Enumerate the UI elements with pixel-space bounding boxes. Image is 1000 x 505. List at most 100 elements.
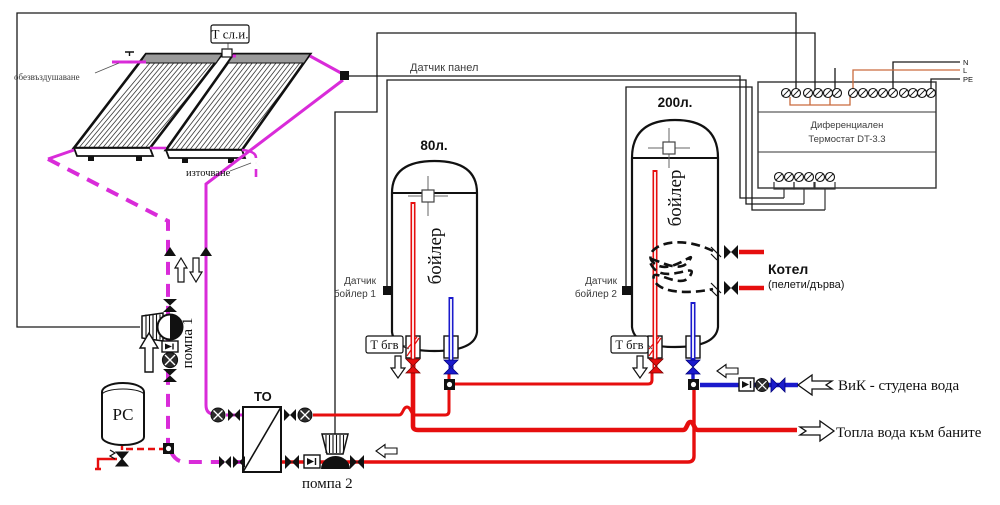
- pump2-assembly: [285, 433, 364, 469]
- collector-tube: [222, 61, 292, 151]
- collector-tube: [97, 61, 171, 149]
- collector-tube: [87, 61, 161, 149]
- pipe-fitting: [163, 443, 174, 454]
- water-pipes: [95, 249, 798, 471]
- flow-up-arrow: [173, 256, 189, 283]
- solar-return-pipe: [47, 157, 170, 443]
- check-arrow: [742, 381, 749, 388]
- mains-wires: [789, 69, 960, 106]
- collector-tube: [121, 61, 194, 149]
- wire-pe-label: PE: [963, 75, 973, 84]
- pump1-power-wire: [16, 12, 797, 328]
- collector-tube: [175, 61, 244, 151]
- small-left-arrow: [716, 363, 739, 379]
- jumper-bus: [789, 97, 851, 106]
- boiler1-sensor: [383, 286, 392, 295]
- screw-slot: [909, 89, 917, 97]
- collector-tube: [116, 61, 190, 149]
- flow-arrows: [375, 355, 836, 459]
- cold-feed-pipe: [281, 390, 696, 464]
- boiler2-capacity: 200л.: [658, 95, 693, 110]
- collector-tube: [194, 61, 263, 151]
- solar-supply-pipe: [204, 78, 344, 416]
- safety-drain-pipe: [95, 457, 117, 471]
- boiler2-sensor-label-2: бойлер 2: [575, 288, 618, 300]
- collector-sensor-pocket: [221, 48, 233, 58]
- t-bgv2-box: [610, 335, 649, 354]
- collector-1-edge: [72, 147, 155, 157]
- screw-slot: [804, 89, 812, 97]
- screw-slot: [879, 89, 887, 97]
- collector-tube: [184, 61, 254, 151]
- collector-tube: [179, 61, 249, 151]
- strainer-cross: [164, 354, 176, 366]
- pipe-fitting: [688, 379, 699, 390]
- fittings: [120, 48, 786, 468]
- pump2-body: [321, 456, 350, 469]
- blue-valve-icon: [443, 359, 459, 375]
- screw-slot: [795, 173, 803, 181]
- screw-slot: [824, 89, 832, 97]
- solar-return-to-exchanger: [169, 451, 243, 464]
- strainer-cross: [757, 380, 767, 390]
- collector-foot: [182, 158, 188, 163]
- panel-sensor-wire: [349, 75, 784, 199]
- screw-slot: [785, 173, 793, 181]
- cold-inlet-arrow: [796, 373, 835, 397]
- hot-supply-pipe: [410, 372, 683, 433]
- panel-sensor-label: Датчик панел: [410, 62, 478, 74]
- kotel-stub-pipes: [739, 249, 764, 291]
- screw-slot: [859, 89, 867, 97]
- pump2-power-wire: [334, 32, 816, 434]
- pump1-label: помпа 1: [180, 318, 196, 369]
- wire-pe: [930, 78, 960, 92]
- screw-slot: [805, 173, 813, 181]
- collector-tube: [140, 61, 213, 149]
- collector-tube: [130, 61, 204, 149]
- check-arrow: [165, 343, 172, 350]
- boiler2-sensor-wire: [625, 86, 825, 287]
- vent-cap: [125, 51, 134, 56]
- drain-label: източване: [186, 168, 231, 179]
- screw-slot: [826, 173, 834, 181]
- return-corner-pipe: [47, 148, 75, 161]
- big-flow-arrow: [138, 331, 160, 373]
- collector-tube: [217, 61, 287, 151]
- valve-icon: [228, 409, 240, 421]
- strainer-cross: [300, 410, 310, 420]
- collector-tube: [213, 61, 282, 151]
- valve-icon: [233, 456, 245, 468]
- boiler1-sensor-label-1: Датчик: [344, 276, 376, 287]
- small-left-arrow: [375, 443, 398, 459]
- collector-foot: [136, 156, 142, 161]
- boiler-200l: [630, 118, 722, 372]
- anode-symbol: [421, 189, 435, 203]
- flow-down-arrow: [389, 355, 407, 380]
- anode-symbol: [662, 141, 676, 155]
- wire-n: [892, 61, 960, 92]
- collector-foot: [228, 158, 234, 163]
- safety-valve: [108, 449, 130, 467]
- flow-down-arrow: [631, 355, 649, 380]
- pump2-label: помпа 2: [302, 476, 353, 492]
- internal-coil: [648, 241, 714, 294]
- panel-sensor: [340, 71, 349, 80]
- t-bgv1-box: [365, 335, 404, 354]
- thermostat-line1: Диференциален: [811, 120, 884, 131]
- collector-tube: [135, 61, 209, 149]
- pump2-motor: [321, 433, 349, 455]
- screw-slot: [889, 89, 897, 97]
- collector-panel-2: [163, 52, 313, 152]
- valve-icon: [163, 369, 177, 382]
- collector-tube: [111, 61, 185, 149]
- wire-l: [852, 69, 960, 92]
- blue-valve-icon: [770, 377, 786, 393]
- collector-tube: [232, 61, 301, 151]
- solar-collectors: [71, 52, 313, 163]
- collector-tube: [92, 61, 166, 149]
- jumper-risers: [809, 97, 831, 105]
- screw-slot: [833, 89, 841, 97]
- hot-outlet-arrow: [797, 419, 836, 443]
- collector-tube: [78, 61, 152, 149]
